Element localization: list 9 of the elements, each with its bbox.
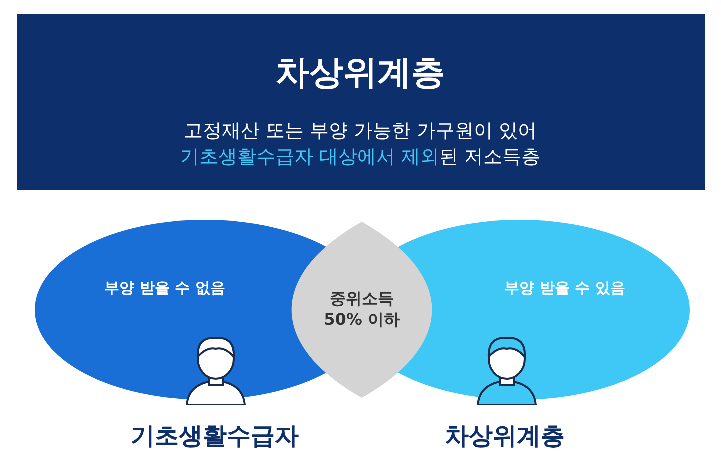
circle-label: 부양 받을 수 없음 xyxy=(104,278,226,298)
circle-label: 중위소득 50% 이하 xyxy=(323,289,401,331)
subtitle-line: 고정재산 또는 부양 가능한 가구원이 있어 xyxy=(182,119,538,144)
title: 차상위계층 xyxy=(274,52,446,95)
caption-label: 차상위계층 xyxy=(444,421,566,452)
caption-label: 기초생활수급자 xyxy=(130,421,300,452)
circle-label: 부양 받을 수 있음 xyxy=(504,278,626,298)
highlighted-text: 기초생활수급자 대상에서 제외 xyxy=(180,146,440,168)
subtitle-text: 된 저소득층 xyxy=(440,146,541,168)
